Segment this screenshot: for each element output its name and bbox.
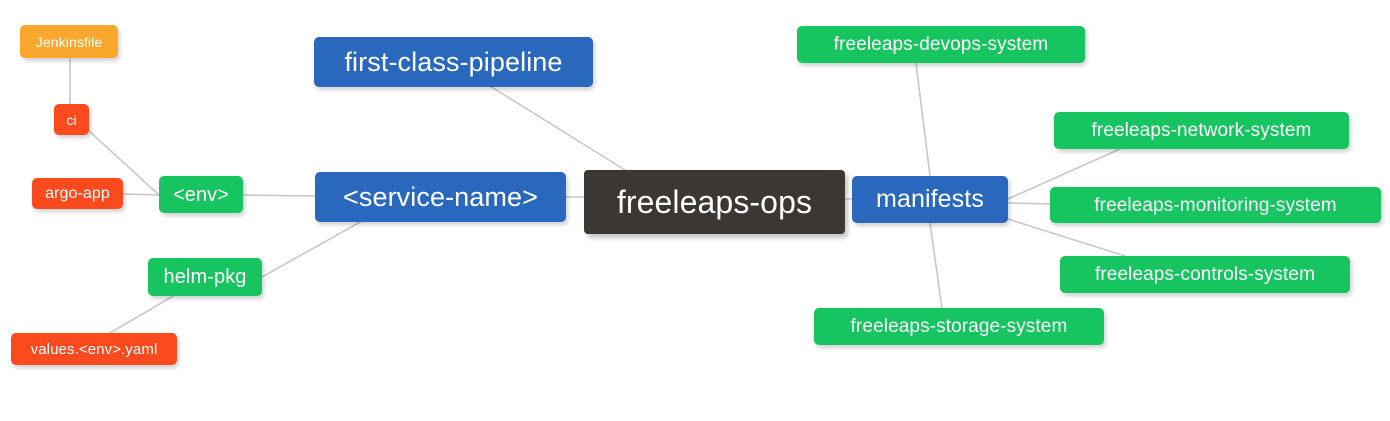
node-label-manifests: manifests xyxy=(876,185,984,213)
node-label-helm-pkg: helm-pkg xyxy=(163,266,247,288)
node-freeleaps-storage-system[interactable]: freeleaps-storage-system xyxy=(814,308,1104,345)
node-freeleaps-monitoring-system[interactable]: freeleaps-monitoring-system xyxy=(1050,187,1381,223)
node-label-first-class-pipeline: first-class-pipeline xyxy=(344,46,563,77)
node-argo-app[interactable]: argo-app xyxy=(32,178,123,209)
node-label-jenkinsfile: Jenkinsfile xyxy=(35,33,103,50)
edge-service-name-to-helm-pkg xyxy=(261,220,363,278)
node-label-freeleaps-ops: freeleaps-ops xyxy=(616,184,813,220)
node-label-ci: ci xyxy=(66,111,77,128)
node-service-name[interactable]: <service-name> xyxy=(315,172,566,222)
node-label-freeleaps-controls-system: freeleaps-controls-system xyxy=(1094,264,1316,285)
edge-env-to-service-name xyxy=(242,194,316,197)
node-first-class-pipeline[interactable]: first-class-pipeline xyxy=(314,37,593,87)
node-freeleaps-controls-system[interactable]: freeleaps-controls-system xyxy=(1060,256,1350,293)
node-label-freeleaps-network-system: freeleaps-network-system xyxy=(1091,120,1312,141)
edge-first-class-pipeline-to-freeleaps-ops xyxy=(489,85,626,171)
node-freeleaps-ops[interactable]: freeleaps-ops xyxy=(584,170,845,234)
edge-manifests-to-freeleaps-controls-system xyxy=(1007,218,1126,257)
node-jenkinsfile[interactable]: Jenkinsfile xyxy=(20,25,118,58)
node-label-freeleaps-monitoring-system: freeleaps-monitoring-system xyxy=(1094,194,1337,216)
edge-manifests-to-freeleaps-storage-system xyxy=(929,222,943,309)
node-label-env: <env> xyxy=(172,183,230,206)
edge-manifests-to-freeleaps-monitoring-system xyxy=(1007,202,1051,205)
node-label-service-name: <service-name> xyxy=(343,181,538,212)
node-freeleaps-devops-system[interactable]: freeleaps-devops-system xyxy=(797,26,1085,63)
node-manifests[interactable]: manifests xyxy=(852,176,1008,223)
node-freeleaps-network-system[interactable]: freeleaps-network-system xyxy=(1054,112,1349,149)
node-label-freeleaps-devops-system: freeleaps-devops-system xyxy=(833,34,1049,55)
edge-manifests-to-freeleaps-devops-system xyxy=(915,62,931,177)
node-ci[interactable]: ci xyxy=(54,104,89,135)
node-env[interactable]: <env> xyxy=(159,176,243,213)
node-label-values-env-yaml: values.<env>.yaml xyxy=(30,340,158,358)
node-helm-pkg[interactable]: helm-pkg xyxy=(148,258,262,296)
edge-argo-app-to-env xyxy=(122,193,160,196)
node-values-env-yaml[interactable]: values.<env>.yaml xyxy=(11,333,177,365)
edge-helm-pkg-to-values-env-yaml xyxy=(109,295,174,334)
node-label-freeleaps-storage-system: freeleaps-storage-system xyxy=(850,316,1068,337)
node-label-argo-app: argo-app xyxy=(45,184,110,202)
